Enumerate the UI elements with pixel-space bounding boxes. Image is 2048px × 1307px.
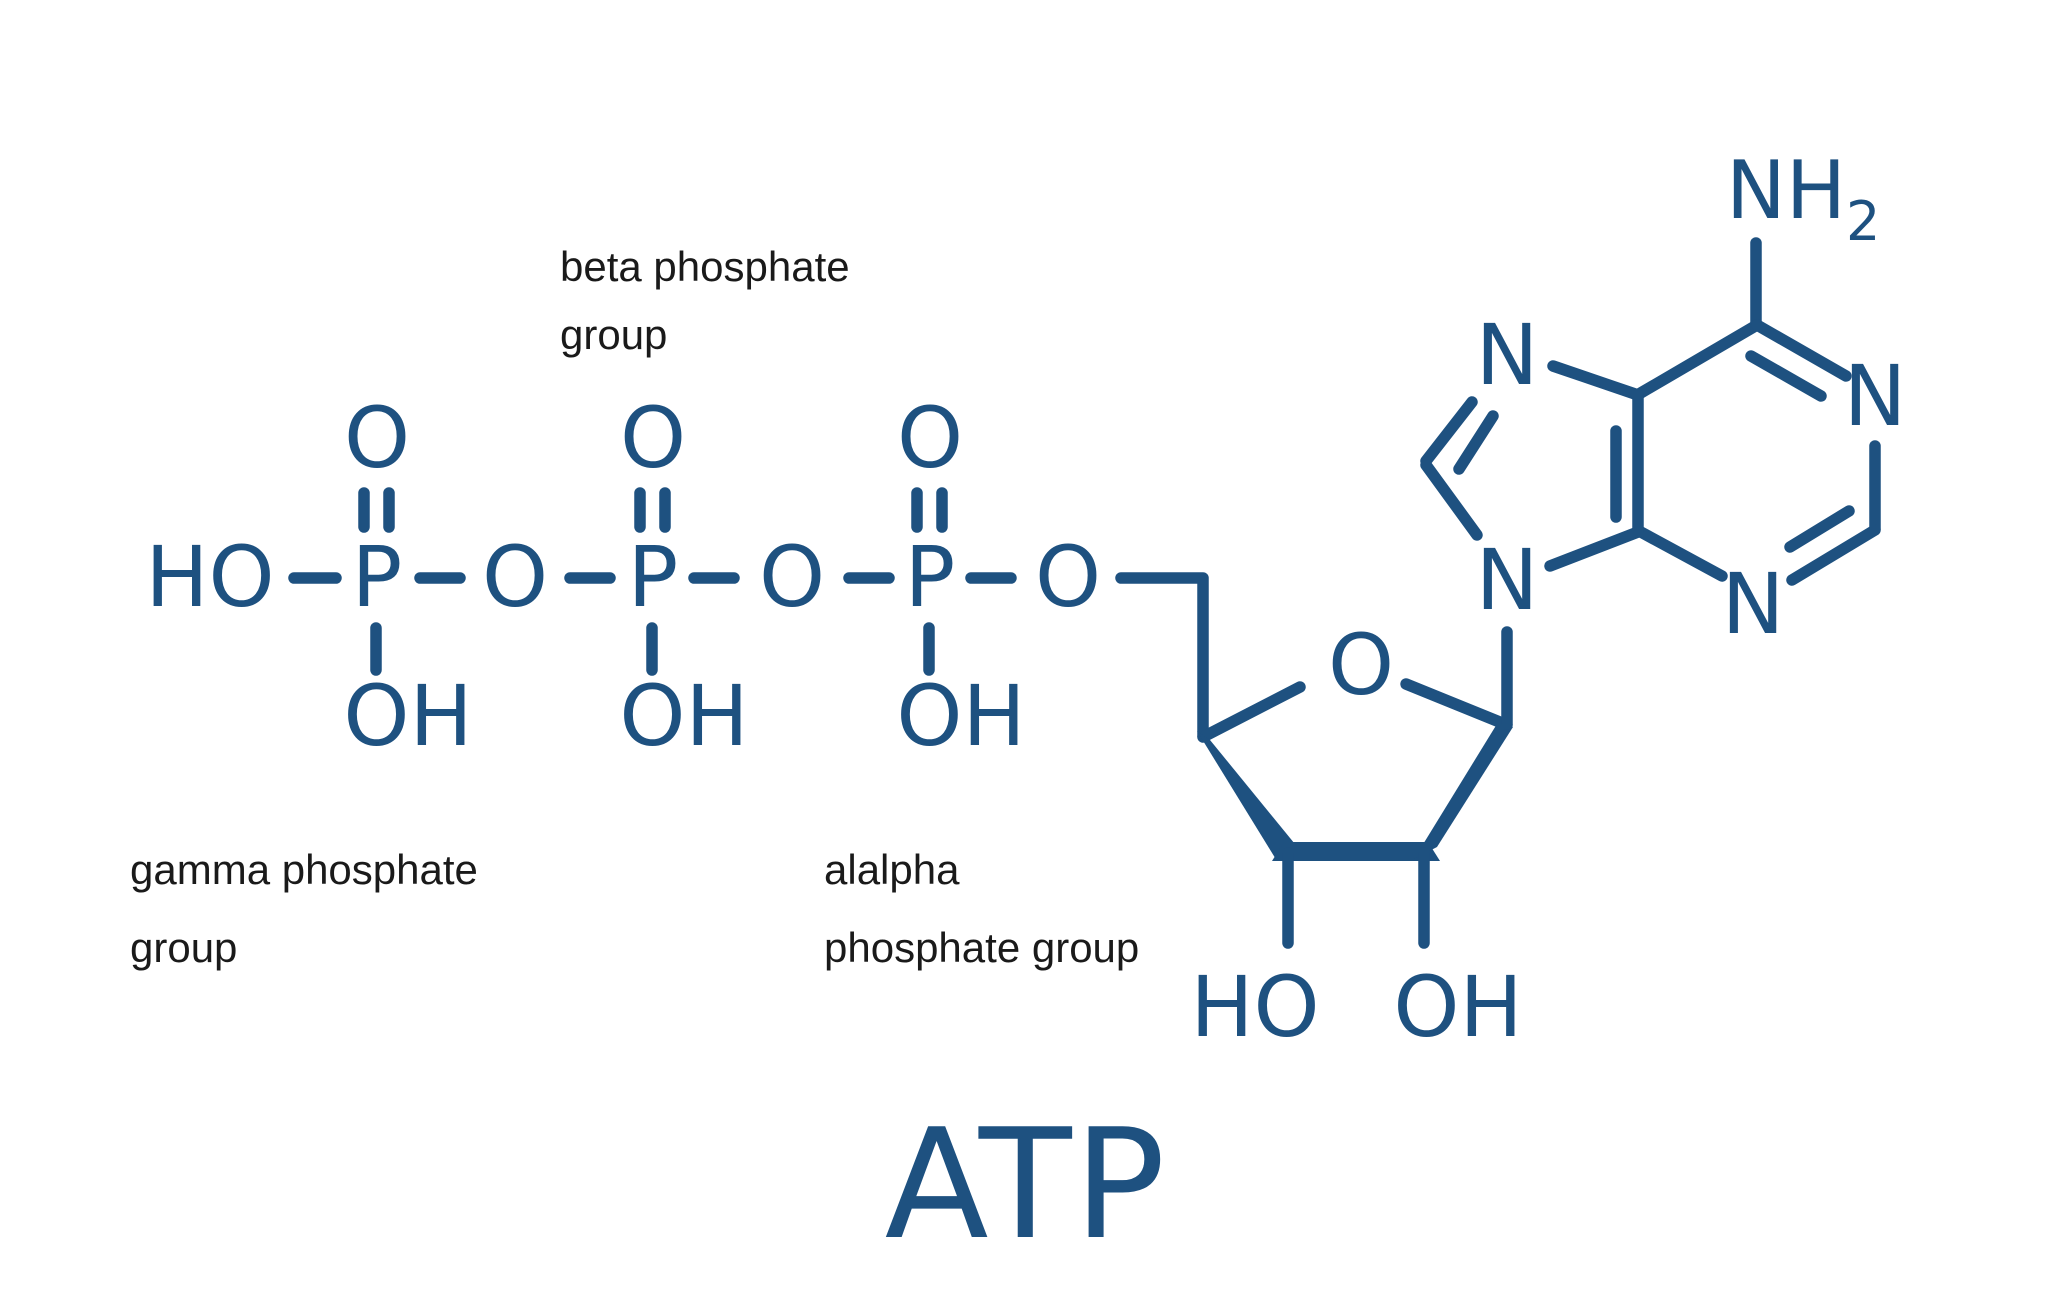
atom-label-ho-terminal: HO bbox=[145, 528, 274, 626]
atom-label-oh-beta: OH bbox=[619, 667, 748, 765]
bond-c8-n9 bbox=[1420, 459, 1483, 541]
annotations: beta phosphate group gamma phosphate gro… bbox=[130, 243, 1139, 971]
phosphate-chain: HO P P P O O O O OH O OH bbox=[145, 389, 1209, 765]
atom-label-o-bridge1: O bbox=[482, 528, 548, 626]
bond-n3-c4 bbox=[1633, 525, 1728, 582]
atom-label-o-double-gamma: O bbox=[344, 389, 410, 487]
ribose-ring: O HO OH bbox=[1190, 616, 1522, 1056]
annotation-gamma-line1: gamma phosphate bbox=[130, 846, 478, 893]
atom-label-oh-2prime: OH bbox=[1393, 958, 1522, 1056]
annotation-alpha-line2: phosphate group bbox=[824, 924, 1139, 971]
annotation-gamma-line2: group bbox=[130, 924, 237, 971]
bond-c4-n9 bbox=[1544, 526, 1644, 572]
bond-c2-n3 bbox=[1786, 524, 1881, 586]
atom-label-ho-3prime: HO bbox=[1190, 958, 1319, 1056]
beta-phosphate-substituents: O OH bbox=[619, 389, 748, 765]
wedge-bond-c3-c2 bbox=[1272, 842, 1440, 861]
annotation-beta-line2: group bbox=[560, 311, 667, 358]
atom-label-o-bridge2: O bbox=[759, 528, 825, 626]
bond-c6-n1 bbox=[1751, 319, 1852, 382]
atom-label-o-ribose: O bbox=[1328, 616, 1394, 714]
atom-label-oh-alpha: OH bbox=[896, 667, 1025, 765]
wedge-bond-c4-c3 bbox=[1197, 731, 1299, 861]
atom-label-nh-subscript: 2 bbox=[1846, 190, 1880, 253]
molecule-title: ATP bbox=[885, 1096, 1168, 1273]
bond-ringO-c1 bbox=[1400, 678, 1513, 731]
atom-label-o-double-alpha: O bbox=[897, 389, 963, 487]
bond-n7-c8 bbox=[1420, 396, 1478, 467]
gamma-phosphate-substituents: O OH bbox=[343, 389, 472, 765]
atom-label-p-alpha: P bbox=[905, 528, 956, 626]
atom-label-n9: N bbox=[1476, 531, 1539, 629]
atom-label-p-beta: P bbox=[628, 528, 679, 626]
atom-label-o-ester: O bbox=[1035, 528, 1101, 626]
double-bond-n7-c8-inner bbox=[1453, 410, 1499, 475]
atom-label-n1: N bbox=[1844, 347, 1907, 445]
alpha-phosphate-substituents: O OH bbox=[896, 389, 1025, 765]
atom-label-n7: N bbox=[1476, 306, 1539, 404]
wedge-bond-c2-c1 bbox=[1414, 719, 1513, 859]
bond-c5-linker bbox=[1115, 572, 1209, 742]
bond-c4-ringO bbox=[1197, 681, 1306, 743]
atom-label-p-gamma: P bbox=[352, 528, 403, 626]
atom-label-n3: N bbox=[1722, 555, 1785, 653]
bond-c5-n7 bbox=[1547, 360, 1644, 401]
double-bond-c2-n3-inner bbox=[1784, 505, 1855, 553]
atom-label-nh-amino: NH bbox=[1726, 144, 1846, 237]
annotation-beta-line1: beta phosphate bbox=[560, 243, 850, 290]
bond-c6-c5 bbox=[1633, 319, 1763, 400]
double-bond-c6-n1-inner bbox=[1745, 350, 1827, 402]
atom-label-oh-gamma: OH bbox=[343, 667, 472, 765]
annotation-alpha-line1: alalpha bbox=[824, 846, 960, 893]
atom-label-o-double-beta: O bbox=[620, 389, 686, 487]
adenine-ring-system: NH 2 N N N N bbox=[1420, 144, 1907, 730]
